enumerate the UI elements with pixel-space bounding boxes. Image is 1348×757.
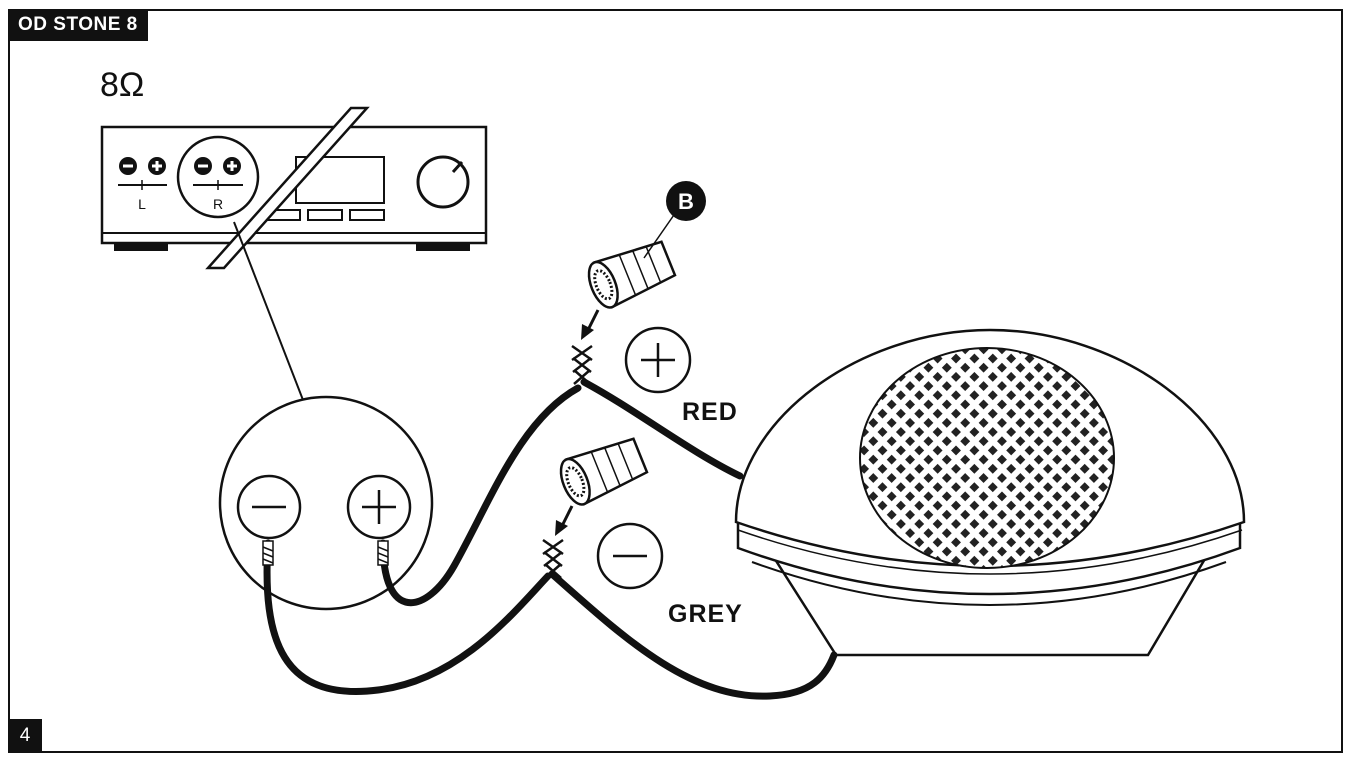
channel-label-left: L <box>138 196 146 212</box>
splice-negative <box>542 538 564 579</box>
speaker-red-lead <box>580 378 744 480</box>
stripped-ends <box>262 540 389 566</box>
right-terminals <box>193 157 243 190</box>
speaker <box>734 328 1246 657</box>
speaker-grey-lead <box>548 570 838 700</box>
minus-polarity-icon <box>596 522 664 590</box>
wire-nut-lower-icon <box>559 437 649 506</box>
splice-positive <box>571 344 593 385</box>
channel-label-right: R <box>213 196 223 212</box>
plus-polarity-icon <box>624 326 692 394</box>
break-mark <box>205 106 370 270</box>
right-terminals-highlight <box>176 135 260 219</box>
callout-b-badge <box>666 181 706 221</box>
zoom-leader-line <box>233 221 304 401</box>
amp-negative-wire <box>263 539 552 695</box>
callout-b-leader <box>643 211 677 259</box>
terminal-zoom <box>218 395 434 611</box>
callout-b-letter: B <box>678 189 694 214</box>
impedance-label: 8Ω <box>100 66 145 104</box>
red-wire-label: RED <box>682 398 738 426</box>
grey-wire-label: GREY <box>668 600 743 628</box>
page-number: 4 <box>8 719 42 753</box>
left-terminals <box>118 157 167 190</box>
amp-positive-wire <box>379 384 582 606</box>
wire-nut-upper-icon <box>587 240 677 309</box>
amplifier: L R <box>100 106 488 270</box>
wires <box>263 378 838 700</box>
model-tag: OD STONE 8 <box>8 9 148 41</box>
arrow-down-lower-icon <box>555 505 574 536</box>
arrow-down-upper-icon <box>581 309 600 340</box>
page-frame <box>8 9 1343 753</box>
speaker-grille <box>859 347 1115 569</box>
